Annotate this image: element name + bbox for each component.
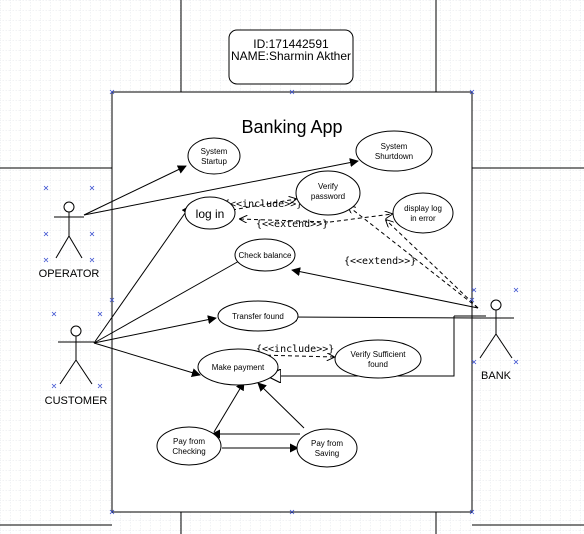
- use-case-transfer-found[interactable]: Transfer found: [217, 300, 299, 332]
- include-payment-label: {<<include>>}: [256, 344, 334, 355]
- verify-sufficient-line2: found: [368, 360, 388, 369]
- extend-bank-label: {<<extend>>}: [344, 256, 416, 267]
- system-startup-line2: Startup: [201, 157, 227, 166]
- use-case-verify-password[interactable]: Verify password: [295, 170, 361, 216]
- transfer-found-label: Transfer found: [232, 312, 284, 321]
- customer-label: CUSTOMER: [45, 395, 108, 407]
- use-case-pay-from-saving[interactable]: Pay from Saving: [296, 428, 358, 468]
- actor-bank[interactable]: [478, 299, 514, 359]
- note-name: NAME:Sharmin Akther: [231, 49, 351, 63]
- verify-password-line1: Verify: [318, 182, 338, 191]
- use-case-pay-from-checking[interactable]: Pay from Checking: [156, 426, 222, 466]
- use-case-system-shutdown[interactable]: System Shurtdown: [355, 130, 433, 172]
- use-case-log-in[interactable]: log in: [184, 196, 236, 230]
- check-balance-label: Check balance: [239, 251, 292, 260]
- use-case-verify-sufficient[interactable]: Verify Sufficient found: [334, 339, 422, 379]
- system-shutdown-line2: Shurtdown: [375, 152, 413, 161]
- bank-label: BANK: [481, 370, 512, 382]
- system-title: Banking App: [241, 117, 342, 137]
- system-startup-line1: System: [201, 147, 228, 156]
- use-case-display-log-error[interactable]: display log in error: [392, 192, 454, 234]
- verify-password-line2: password: [311, 192, 345, 201]
- extend-login-label: {<<extend>>}: [256, 219, 328, 230]
- make-payment-label: Make payment: [212, 363, 265, 372]
- display-log-line2: in error: [410, 214, 436, 223]
- system-shutdown-line1: System: [381, 142, 408, 151]
- use-case-system-startup[interactable]: System Startup: [187, 137, 241, 175]
- include-login-label: {<<include>>}: [224, 199, 302, 210]
- operator-label: OPERATOR: [39, 268, 100, 280]
- pay-saving-line1: Pay from: [311, 439, 343, 448]
- display-log-line1: display log: [404, 204, 442, 213]
- use-case-check-balance[interactable]: Check balance: [234, 238, 296, 272]
- association-lines: [83, 158, 486, 453]
- pay-checking-line1: Pay from: [173, 437, 205, 446]
- verify-sufficient-line1: Verify Sufficient: [351, 350, 407, 359]
- author-note[interactable]: ID:171442591 NAME:Sharmin Akther: [228, 29, 354, 85]
- note-id: ID:171442591: [253, 37, 329, 51]
- actor-customer[interactable]: [58, 325, 94, 385]
- use-case-make-payment[interactable]: Make payment: [197, 348, 279, 386]
- selection-handles: [43, 89, 519, 515]
- log-in-label: log in: [196, 207, 225, 221]
- pay-checking-line2: Checking: [172, 447, 205, 456]
- actor-operator[interactable]: [54, 201, 84, 259]
- pay-saving-line2: Saving: [315, 449, 339, 458]
- dependency-lines: [231, 199, 479, 357]
